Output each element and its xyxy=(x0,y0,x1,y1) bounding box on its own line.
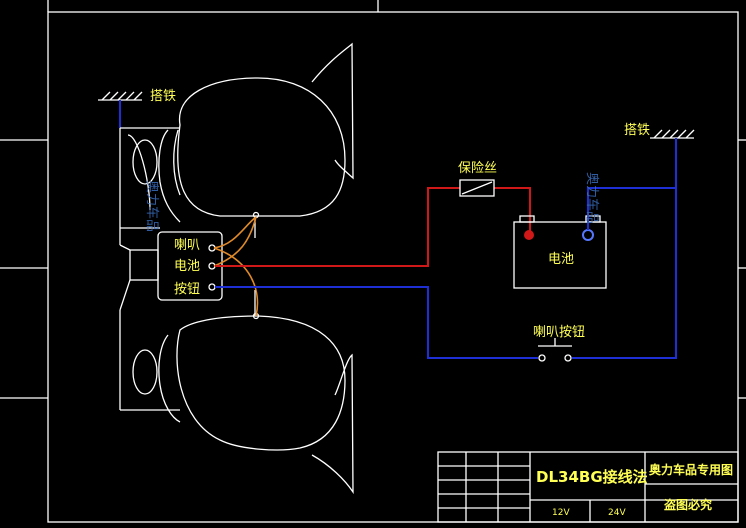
title-notice: 盗图必究 xyxy=(664,497,712,512)
horn-wire-top xyxy=(213,216,257,249)
fuse-symbol xyxy=(459,179,495,197)
positive-wire-to-fuse xyxy=(215,187,460,267)
relay-label-button: 按钮 xyxy=(174,282,200,297)
fuse-label: 保险丝 xyxy=(458,161,497,176)
title-block xyxy=(437,451,739,523)
title-voltage-24v: 24V xyxy=(608,508,626,518)
title-model: DL34BG接线法 xyxy=(536,468,648,486)
watermark-left: 奥力车品 xyxy=(144,180,160,232)
ground-label-right: 搭铁 xyxy=(624,122,650,138)
ground-label-left: 搭铁 xyxy=(150,88,176,104)
horn-bottom xyxy=(119,290,354,495)
relay-label-battery: 电池 xyxy=(174,259,200,274)
frame-ticks xyxy=(0,0,746,399)
title-voltage-12v: 12V xyxy=(552,508,570,518)
horn-button-symbol xyxy=(538,338,572,362)
title-company: 奥力车品专用图 xyxy=(649,462,733,477)
switch-wire-to-ground xyxy=(572,188,677,359)
drawing-frame xyxy=(47,11,739,523)
button-wire-to-switch xyxy=(215,286,538,359)
relay-label-horn: 喇叭 xyxy=(174,238,200,253)
horn-button-label: 喇叭按钮 xyxy=(533,325,585,340)
battery-ground-wire xyxy=(587,138,677,230)
horn-wire-top-2 xyxy=(213,216,257,267)
battery-negative-terminal xyxy=(582,229,594,241)
ground-symbol-right xyxy=(650,129,695,139)
positive-wire-to-battery xyxy=(494,187,531,234)
horn-wire-bottom xyxy=(213,247,259,317)
battery-label: 电池 xyxy=(548,252,574,267)
battery-positive-terminal xyxy=(524,230,534,240)
battery-symbol xyxy=(513,215,607,289)
relay-box xyxy=(119,231,223,311)
watermark-right: 奥力车品 xyxy=(584,172,600,224)
ground-symbol-left xyxy=(98,91,143,101)
